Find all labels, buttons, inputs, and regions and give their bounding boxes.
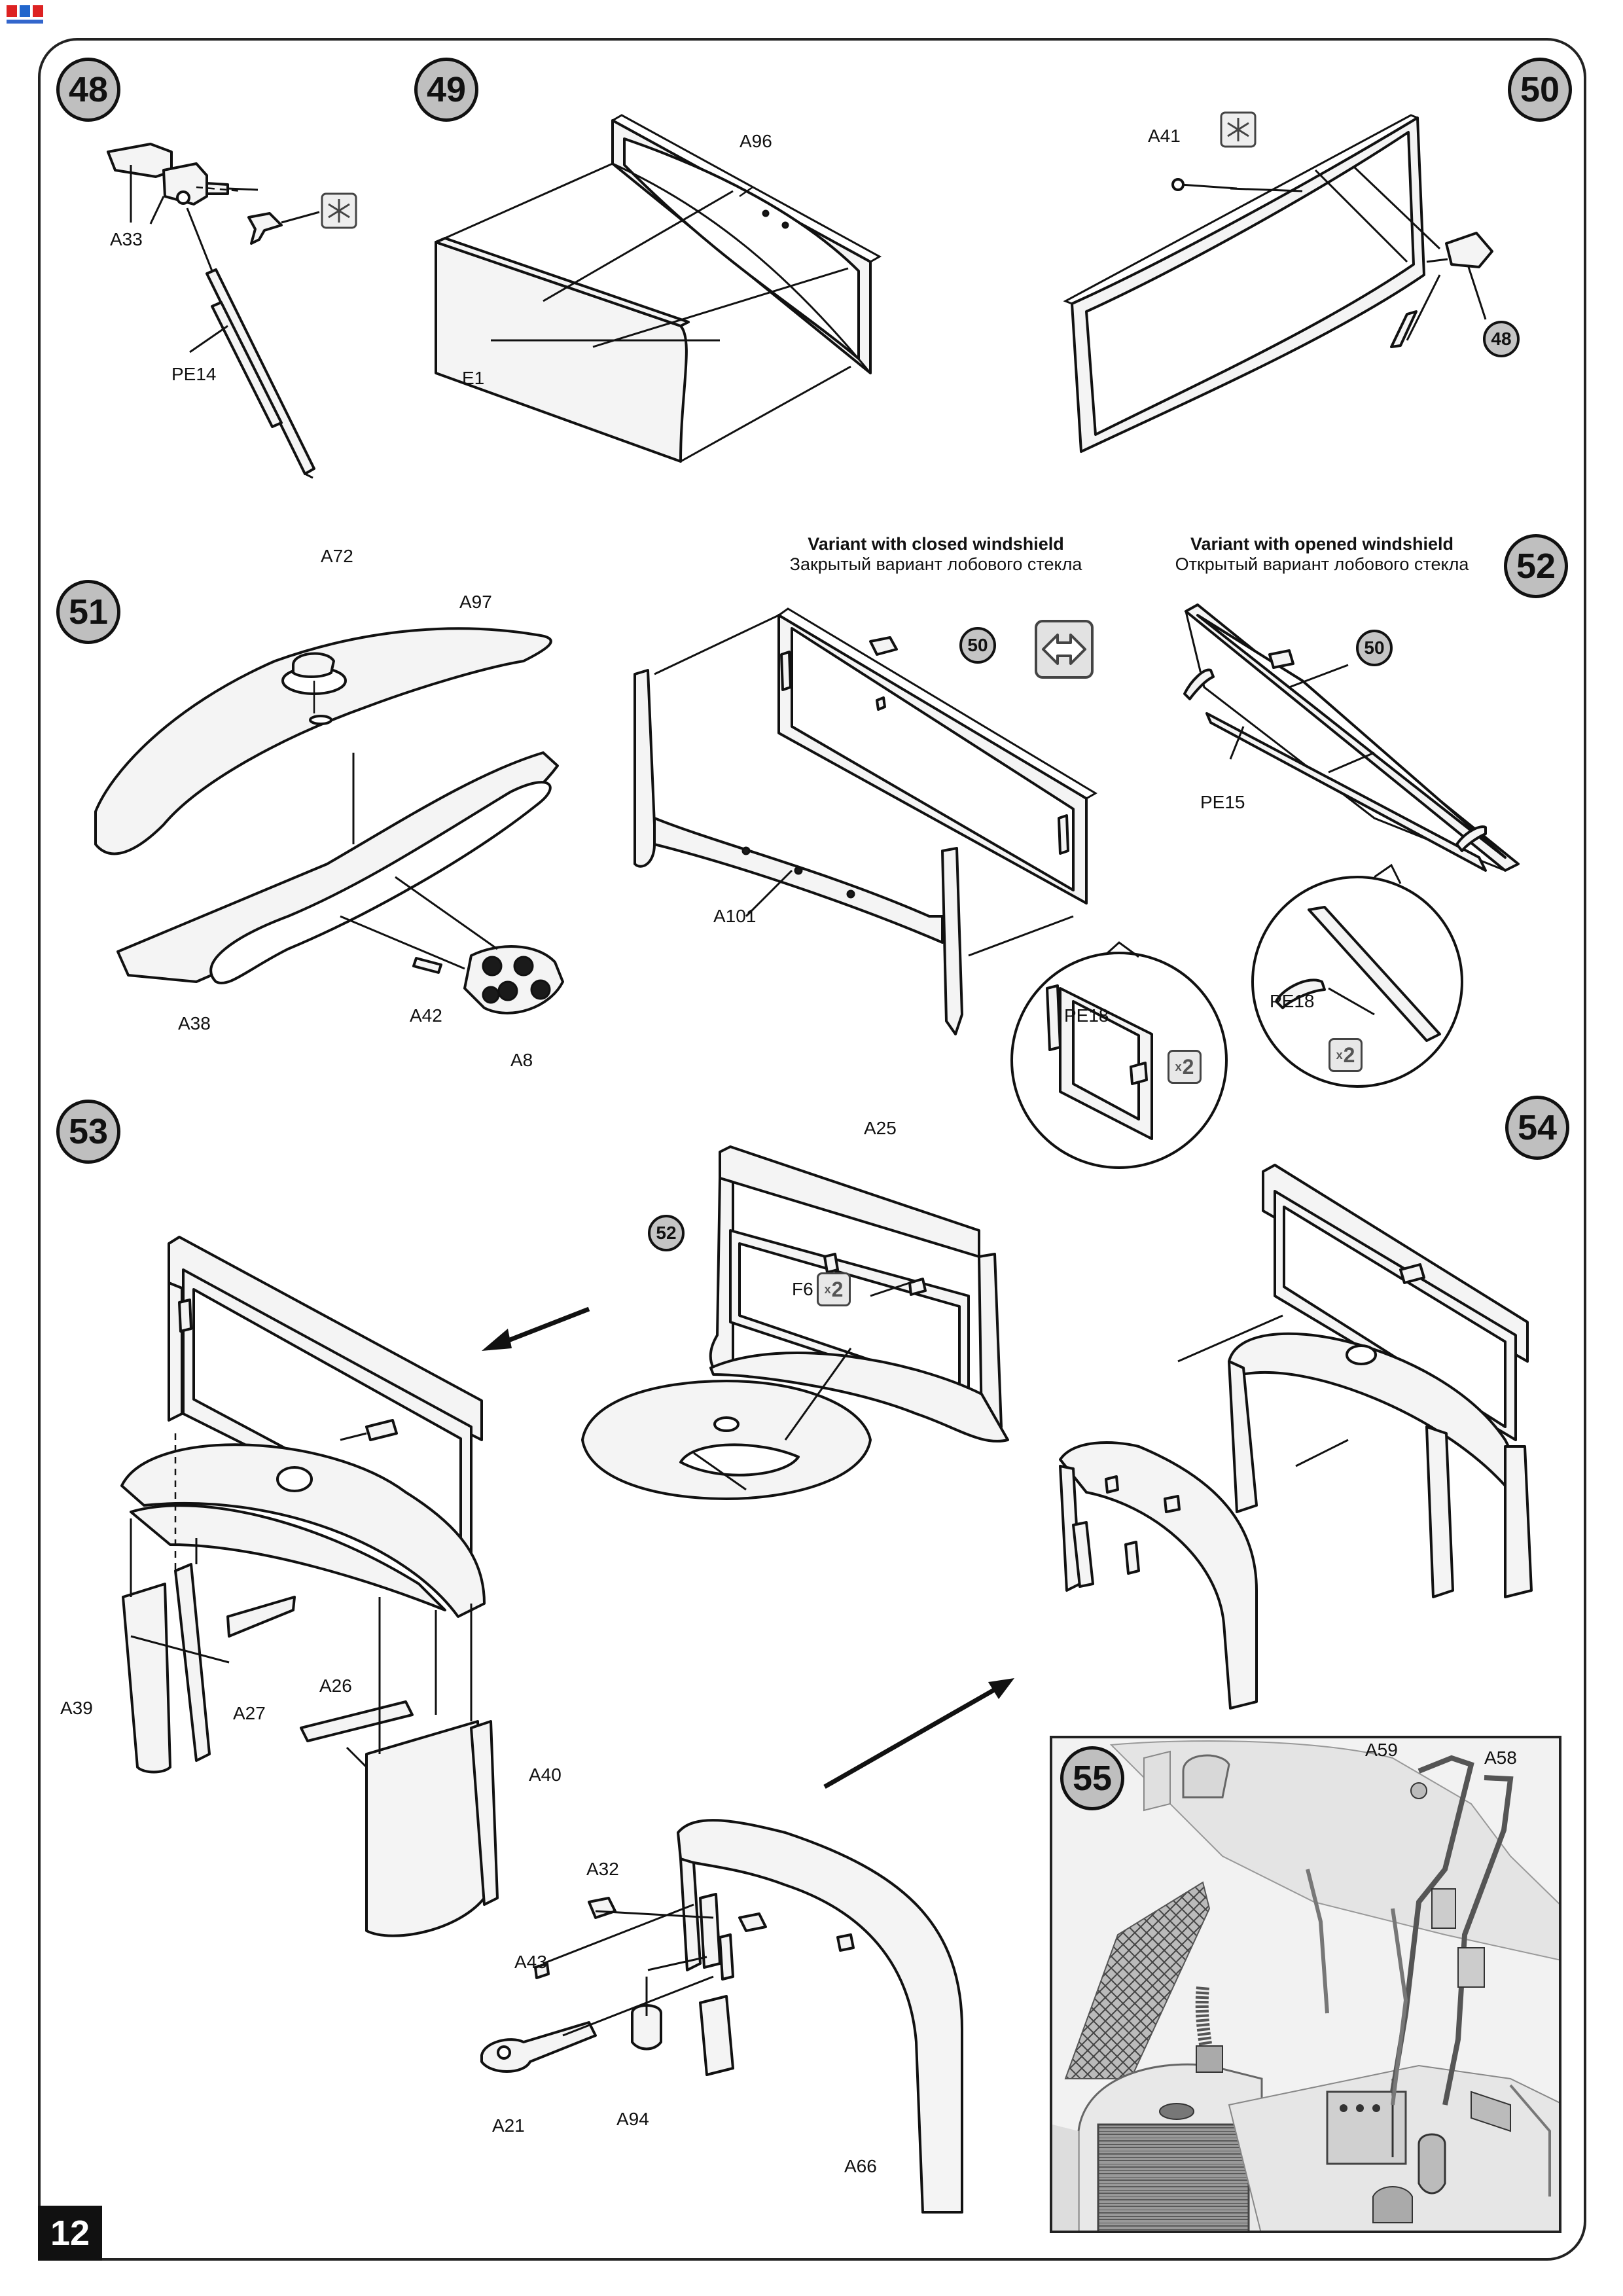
closed-windshield-caption-en: Variant with closed windshield [808, 534, 1064, 554]
closed-windshield-caption: Variant with closed windshield Закрытый … [779, 534, 1093, 575]
part-label-pe15: PE15 [1200, 792, 1245, 812]
opened-windshield-caption: Variant with opened windshield Открытый … [1165, 534, 1479, 575]
part-label-a96: A96 [740, 131, 772, 151]
step-49-badge: 49 [414, 58, 478, 122]
part-label-a41: A41 [1148, 126, 1181, 146]
engine-bay-photo-render [1052, 1738, 1559, 2231]
firewall-exploded-drawing [480, 1819, 963, 2214]
cab-front-panels-drawing [120, 1236, 499, 1937]
windshield-frame-drawing [435, 114, 882, 463]
part-label-a59: A59 [1365, 1740, 1398, 1760]
windshield-wiper-drawing [1063, 114, 1493, 453]
part-label-a42: A42 [410, 1005, 442, 1026]
opened-windshield-caption-en: Variant with opened windshield [1190, 534, 1454, 554]
quantity-count: 2 [1182, 1054, 1194, 1079]
reference-step-50-badge-opened: 50 [1356, 630, 1393, 666]
part-label-a40: A40 [529, 1765, 562, 1785]
step-55-badge: 55 [1060, 1746, 1124, 1810]
part-label-e1: E1 [462, 368, 485, 388]
part-label-a26: A26 [319, 1676, 352, 1696]
quantity-prefix: x [1336, 1048, 1343, 1062]
opened-windshield-drawing [1183, 603, 1520, 872]
part-label-a94: A94 [616, 2109, 649, 2129]
cowl-subassembly-drawing [581, 1145, 1009, 1500]
page-frame [38, 38, 1586, 2261]
step-51-badge: 51 [56, 580, 120, 644]
quantity-prefix: x [1175, 1060, 1182, 1073]
quantity-count: 2 [831, 1277, 844, 1301]
part-label-a38: A38 [178, 1013, 211, 1033]
part-label-a72: A72 [321, 546, 353, 566]
part-label-a8: A8 [510, 1050, 533, 1070]
step-54-badge: 54 [1505, 1096, 1569, 1160]
part-label-a25: A25 [864, 1118, 897, 1138]
pe18-detail-closed [1010, 941, 1228, 1169]
dashboard-drawing [94, 627, 564, 1014]
part-label-pe18-opened: PE18 [1270, 991, 1315, 1011]
part-label-a32: A32 [586, 1859, 619, 1879]
sprue-cut-icon [1220, 111, 1257, 148]
part-label-a27: A27 [233, 1703, 266, 1723]
part-label-a21: A21 [492, 2115, 525, 2136]
part-label-pe18-closed: PE18 [1064, 1005, 1109, 1026]
part-label-a33: A33 [110, 229, 143, 249]
part-label-f6: F6 [792, 1279, 813, 1299]
cab-front-assembled-drawing [1059, 1164, 1533, 1710]
reference-step-50-badge-closed: 50 [959, 627, 996, 664]
step-48-badge: 48 [56, 58, 120, 122]
pe18-detail-opened [1251, 863, 1463, 1088]
reference-step-48-badge: 48 [1483, 321, 1520, 357]
step-52-badge: 52 [1504, 534, 1568, 598]
part-label-a58: A58 [1484, 1748, 1517, 1768]
part-label-a66: A66 [844, 2156, 877, 2176]
step-55-detail-view [1050, 1736, 1561, 2233]
closed-windshield-drawing [633, 607, 1097, 1035]
closed-windshield-caption-ru: Закрытый вариант лобового стекла [789, 554, 1082, 574]
part-label-a43: A43 [514, 1952, 547, 1972]
part-label-a39: A39 [60, 1698, 93, 1718]
quantity-count: 2 [1343, 1043, 1355, 1067]
part-label-a97: A97 [459, 592, 492, 612]
part-label-a101: A101 [713, 906, 757, 926]
opened-windshield-caption-ru: Открытый вариант лобового стекла [1175, 554, 1469, 574]
part-label-pe14: PE14 [171, 364, 217, 384]
reference-step-52-badge: 52 [648, 1215, 685, 1251]
flow-arrows [482, 1306, 1014, 1789]
alternative-variant-icon [1035, 620, 1094, 679]
publisher-logo-icon [7, 5, 43, 24]
wiper-assembly-drawing [107, 143, 320, 479]
sprue-cut-icon [321, 192, 357, 229]
page-number: 12 [38, 2206, 102, 2261]
quantity-prefix: x [824, 1282, 831, 1296]
step-53-badge: 53 [56, 1100, 120, 1164]
step-50-badge: 50 [1508, 58, 1572, 122]
